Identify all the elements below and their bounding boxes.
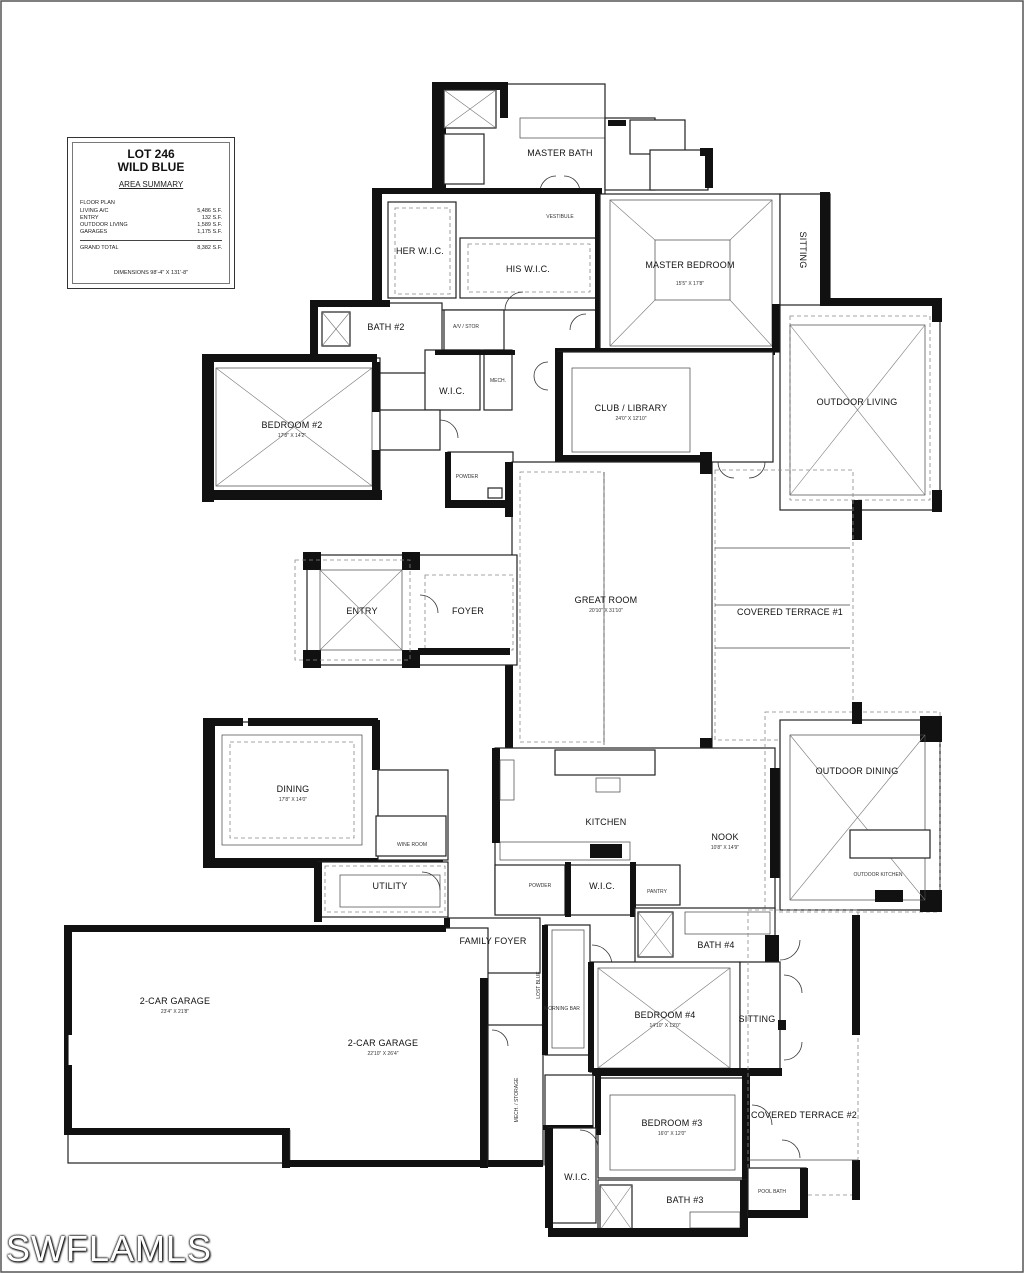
- label-kitchen: KITCHEN: [586, 817, 627, 827]
- label-dining-dim: 17'8" X 14'0": [279, 797, 307, 803]
- label-mech-storage: MECH. / STORAGE: [514, 1077, 520, 1122]
- label-bedroom4-dim: 14'10" X 12'0": [649, 1023, 680, 1029]
- label-master-bath: MASTER BATH: [527, 148, 593, 158]
- label-sitting-bottom: SITTING: [739, 1014, 776, 1024]
- label-garage-right-dim: 22'10" X 26'4": [367, 1051, 398, 1057]
- label-great-room-dim: 20'10" X 31'10": [589, 608, 623, 614]
- label-wic-bottom: W.I.C.: [564, 1172, 590, 1182]
- label-garage-left-dim: 23'4" X 21'8": [161, 1009, 189, 1015]
- powder-top: [445, 451, 515, 508]
- label-utility: UTILITY: [373, 881, 408, 891]
- label-her-wic: HER W.I.C.: [396, 246, 444, 256]
- label-nook-dim: 10'8" X 14'9": [711, 845, 739, 851]
- garages: [64, 925, 544, 1168]
- label-mech-top: MECH.: [490, 378, 506, 384]
- label-bath2: BATH #2: [367, 322, 404, 332]
- label-bedroom3-dim: 16'0" X 12'0": [658, 1131, 686, 1137]
- outdoor-living: [779, 298, 942, 540]
- label-garage-left: 2-CAR GARAGE: [140, 996, 210, 1006]
- closets-and-master: [372, 188, 831, 355]
- label-covered-terrace1: COVERED TERRACE #1: [737, 607, 843, 617]
- label-garage-right: 2-CAR GARAGE: [348, 1038, 418, 1048]
- label-wic-small: W.I.C.: [439, 386, 465, 396]
- label-master-bedroom-dim: 15'5" X 17'8": [676, 281, 704, 287]
- entry-foyer: [294, 552, 518, 668]
- label-dining: DINING: [277, 784, 310, 794]
- label-covered-terrace2: COVERED TERRACE #2: [751, 1110, 857, 1120]
- bedroom4: [588, 961, 803, 1076]
- area-summary-inner: [72, 142, 230, 284]
- label-av-stor: A/V / STOR: [453, 324, 479, 330]
- label-wine-room: WINE ROOM: [397, 842, 427, 848]
- bath4: [634, 907, 801, 964]
- label-sitting-top: SITTING: [798, 232, 808, 269]
- label-club-library-dim: 24'0" X 12'10": [615, 416, 646, 422]
- lot-number: LOT 246: [127, 147, 175, 161]
- bedroom2: [202, 354, 459, 502]
- bedroom3: [595, 1075, 773, 1185]
- club-library: [555, 351, 774, 464]
- label-bedroom3: BEDROOM #3: [641, 1118, 702, 1128]
- label-lost-blue: LOST BLUE: [536, 971, 542, 999]
- floor-plan-label: FLOOR PLAN: [80, 200, 115, 206]
- watermark: SWFLAMLS: [6, 1228, 213, 1269]
- label-powder-mid: POWDER: [529, 883, 552, 889]
- utility-area: [314, 861, 681, 922]
- bath3-area: [545, 1127, 808, 1237]
- area-summary-heading: AREA SUMMARY: [118, 180, 184, 189]
- label-pantry: PANTRY: [647, 889, 667, 895]
- label-foyer: FOYER: [452, 606, 484, 616]
- morning-bar: [542, 924, 613, 1056]
- label-powder-top: POWDER: [456, 474, 479, 480]
- label-outdoor-kitchen: OUTDOOR KITCHEN: [854, 872, 903, 878]
- label-vestibule: VESTIBULE: [546, 214, 574, 220]
- label-his-wic: HIS W.I.C.: [506, 264, 550, 274]
- great-room: [505, 452, 766, 769]
- label-bath4: BATH #4: [697, 940, 734, 950]
- svg-text:MASTER BATH: MASTER BATH: [527, 148, 593, 158]
- label-club-library: CLUB / LIBRARY: [595, 403, 668, 413]
- label-bedroom4: BEDROOM #4: [634, 1010, 695, 1020]
- label-outdoor-dining: OUTDOOR DINING: [816, 766, 899, 776]
- label-morning-bar: MORNING BAR: [544, 1006, 580, 1012]
- master-bath-area: [432, 82, 713, 231]
- label-nook: NOOK: [711, 832, 738, 842]
- label-pool-bath: POOL BATH: [758, 1189, 786, 1195]
- label-bath3: BATH #3: [666, 1195, 703, 1205]
- label-bedroom2: BEDROOM #2: [261, 420, 322, 430]
- label-family-foyer: FAMILY FOYER: [459, 936, 526, 946]
- dimensions-note: DIMENSIONS 98'-4" X 131'-8": [113, 270, 189, 276]
- label-outdoor-living: OUTDOOR LIVING: [817, 397, 898, 407]
- label-entry: ENTRY: [346, 606, 377, 616]
- label-bedroom2-dim: 17'8" X 14'2": [278, 433, 306, 439]
- label-wic-mid: W.I.C.: [589, 881, 615, 891]
- model-name: WILD BLUE: [117, 160, 185, 174]
- room-labels: MASTER BATH VESTIBULE HER W.I.C. HIS W.I…: [140, 148, 903, 1205]
- label-master-bedroom: MASTER BEDROOM: [645, 260, 734, 270]
- area-summary-box: LOT 246 WILD BLUE AREA SUMMARY FLOOR PLA…: [67, 137, 235, 289]
- label-great-room: GREAT ROOM: [575, 595, 638, 605]
- outdoor-dining: [764, 702, 942, 913]
